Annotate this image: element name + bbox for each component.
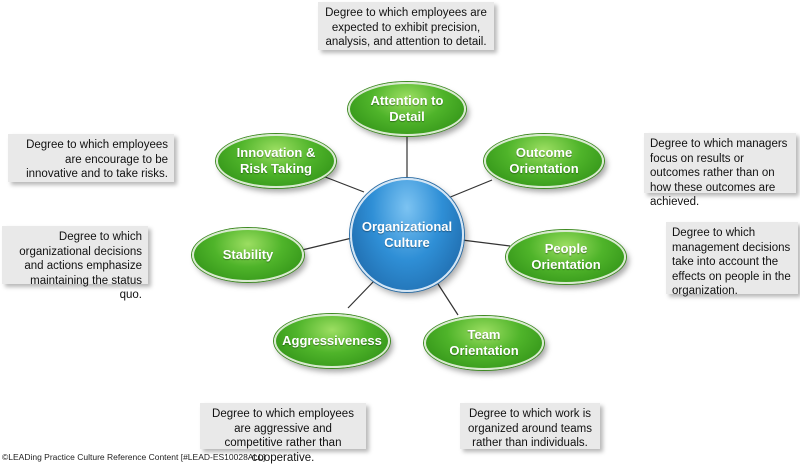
callout-aggressiveness: Degree to which employees are aggressive… bbox=[200, 403, 366, 464]
node-stability: Stability bbox=[192, 228, 304, 282]
center-organizational-culture: Organizational Culture bbox=[350, 178, 464, 292]
node-team-orientation: Team Orientation bbox=[424, 316, 544, 370]
connector-stability bbox=[301, 237, 353, 251]
connector-innovation bbox=[319, 174, 365, 193]
callout-people: Degree to which management decisions tak… bbox=[666, 222, 798, 297]
node-attention-to-detail: Attention to Detail bbox=[348, 82, 466, 136]
callout-team: Degree to which work is organized around… bbox=[460, 403, 600, 449]
node-people-orientation: People Orientation bbox=[506, 230, 626, 284]
node-innovation-risk-taking: Innovation & Risk Taking bbox=[216, 134, 336, 188]
callout-stability: Degree to which organizational decisions… bbox=[2, 226, 148, 301]
connector-team bbox=[437, 283, 459, 316]
callout-attention: Degree to which employees are expected t… bbox=[318, 2, 494, 50]
callout-innovation: Degree to which employees are encourage … bbox=[8, 134, 174, 182]
connector-people bbox=[461, 239, 511, 247]
connector-outcome bbox=[447, 179, 493, 199]
node-outcome-orientation: Outcome Orientation bbox=[484, 134, 604, 188]
node-aggressiveness: Aggressiveness bbox=[274, 314, 390, 368]
callout-outcome: Degree to which managers focus on result… bbox=[644, 133, 796, 208]
footer-copyright: ©LEADing Practice Culture Reference Cont… bbox=[2, 452, 266, 462]
connector-aggressiveness bbox=[347, 279, 376, 309]
